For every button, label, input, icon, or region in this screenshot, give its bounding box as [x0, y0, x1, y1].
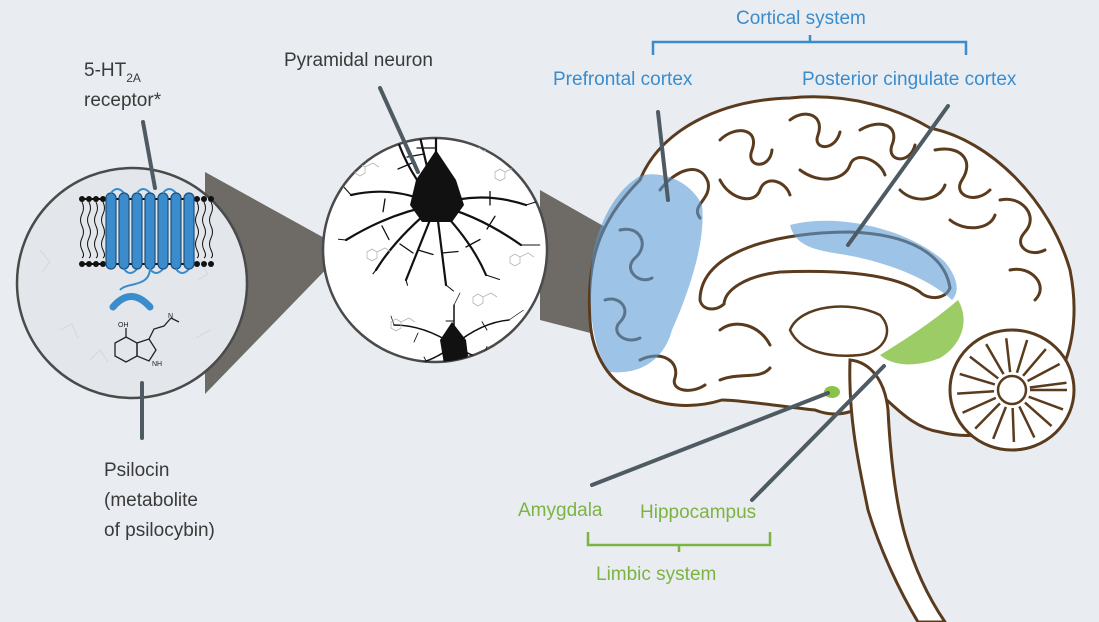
- receptor-magnifier: OH N NH: [17, 168, 247, 398]
- cortical-system-label: Cortical system: [736, 6, 866, 31]
- psilocin-label-line2: (metabolite: [104, 488, 198, 513]
- pointer-amygdala: [592, 393, 828, 485]
- hippocampus-label: Hippocampus: [640, 500, 756, 525]
- receptor-helices: [106, 189, 194, 273]
- prefrontal-cortex-label: Prefrontal cortex: [553, 67, 692, 92]
- receptor-label: 5-HT2A: [84, 58, 141, 91]
- amygdala-label: Amygdala: [518, 498, 603, 523]
- psilocin-label-line3: of psilocybin): [104, 518, 215, 543]
- limbic-system-bracket: [588, 532, 770, 552]
- indole-label: NH: [152, 361, 162, 368]
- cortical-system-bracket: [653, 35, 966, 55]
- brain-sagittal-section: [589, 97, 1074, 622]
- pyramidal-neuron-label: Pyramidal neuron: [284, 48, 433, 73]
- posterior-cingulate-label: Posterior cingulate cortex: [802, 67, 1016, 92]
- amine-label: N: [168, 313, 173, 320]
- neuron-magnifier: [323, 90, 547, 385]
- limbic-system-label: Limbic system: [596, 562, 716, 587]
- cerebellum: [950, 330, 1074, 450]
- hydroxyl-label: OH: [118, 322, 129, 329]
- receptor-label-line2: receptor*: [84, 88, 161, 113]
- psilocin-label-line1: Psilocin: [104, 458, 169, 483]
